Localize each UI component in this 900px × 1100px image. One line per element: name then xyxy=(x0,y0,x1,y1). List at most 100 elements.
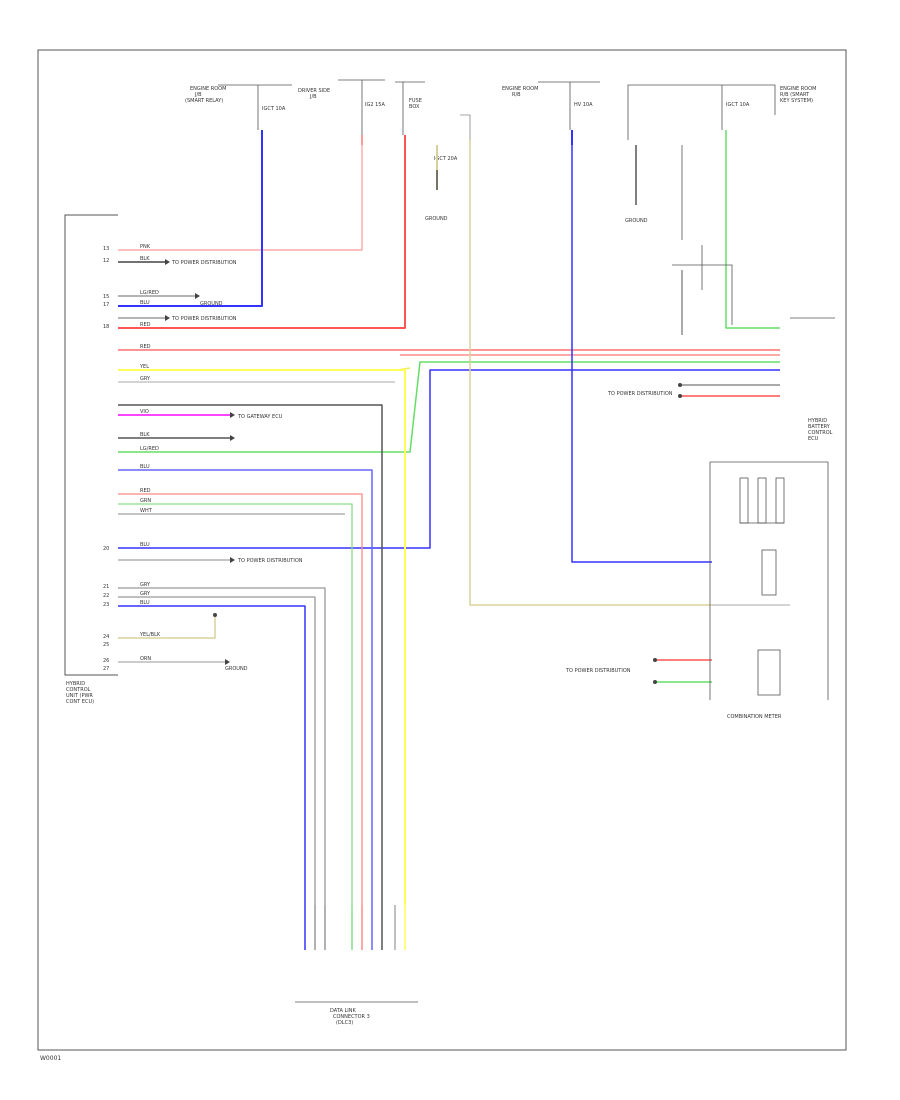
arrow-marker xyxy=(165,315,170,321)
ground-marker xyxy=(678,394,682,398)
relay-box xyxy=(672,245,733,325)
ground-label: GROUND xyxy=(200,301,223,307)
wire-blue-4 xyxy=(118,605,306,905)
wire-blue-3 xyxy=(118,469,373,905)
ground-label: GROUND xyxy=(425,216,448,222)
ground-labels: GROUND GROUND GROUND GROUND xyxy=(200,216,648,672)
component-label: KEY SYSTEM) xyxy=(780,98,813,104)
wire-blue-right xyxy=(571,145,712,563)
component-label: ENGINE ROOM xyxy=(780,86,816,92)
ecu-pin: 26 xyxy=(103,658,109,664)
combination-meter: COMBINATION METER TO POWER DISTRIBUTION xyxy=(565,461,829,720)
meter-element xyxy=(757,649,781,696)
meter-outline xyxy=(709,461,829,700)
left-connector-labels: TO POWER DISTRIBUTION TO POWER DISTRIBUT… xyxy=(171,260,303,564)
arrow-marker xyxy=(230,435,235,441)
connector-label: TO POWER DISTRIBUTION xyxy=(237,558,303,564)
connector-label: TO POWER DISTRIBUTION xyxy=(171,316,237,322)
component-outline xyxy=(627,84,776,140)
ground-label: GROUND xyxy=(225,666,248,672)
wire-label: WHT xyxy=(140,508,153,514)
connector-label: TO GATEWAY ECU xyxy=(237,414,283,420)
wire-label: GRY xyxy=(140,591,151,597)
fuse-label: IGCT 20A xyxy=(434,156,458,162)
ecu-label: CONTROL xyxy=(808,430,833,436)
dlc-label: CONNECTOR 3 xyxy=(333,1014,370,1020)
wire-khaki-right xyxy=(469,140,712,606)
wire-dark xyxy=(118,404,383,905)
ground-marker xyxy=(678,383,682,387)
wire-green xyxy=(118,361,780,453)
data-link-connector: DATA LINK CONNECTOR 3 (DLC3) xyxy=(295,905,418,1026)
wire-blue xyxy=(118,145,263,307)
hybrid-control-ecu-box xyxy=(64,214,118,676)
wire-label: BLU xyxy=(140,464,150,470)
wire-label: BLK xyxy=(140,432,150,438)
wire-blue-2 xyxy=(118,369,780,549)
component-label: (SMART RELAY) xyxy=(185,98,223,104)
wire-yellow-down xyxy=(118,369,406,905)
arrow-marker xyxy=(230,557,235,563)
wire-label: RED xyxy=(140,488,151,494)
ecu-pin: 27 xyxy=(103,666,109,672)
wire-label: RED xyxy=(140,344,151,350)
ecu-name-line-4: CONT ECU) xyxy=(66,699,94,705)
dlc-terminals xyxy=(304,905,406,950)
ecu-pin: 13 xyxy=(103,246,109,252)
wires xyxy=(118,140,780,905)
ecu-pin: 15 xyxy=(103,294,109,300)
component-label: J/B xyxy=(309,94,317,100)
ecu-pin: 23 xyxy=(103,602,109,608)
wire-label: RED xyxy=(140,322,151,328)
arrow-marker xyxy=(225,659,230,665)
connector-arrows xyxy=(165,259,682,684)
ecu-pin: 25 xyxy=(103,642,109,648)
ecu-pin: 20 xyxy=(103,546,109,552)
wire-gray-5 xyxy=(118,587,326,905)
wire-label: BLU xyxy=(140,542,150,548)
ground-label: GROUND xyxy=(625,218,648,224)
meter-element xyxy=(739,477,749,524)
diagram-frame xyxy=(37,49,847,1051)
dlc-label: DATA LINK xyxy=(330,1008,356,1014)
arrow-marker xyxy=(165,259,170,265)
wire-label: YEL/BLK xyxy=(139,632,161,638)
ecu-name-line-2: CONTROL xyxy=(66,687,91,693)
wire-label: GRY xyxy=(140,376,151,382)
hybrid-battery-ecu: HYBRID BATTERY CONTROL ECU TO POWER DIST… xyxy=(607,317,835,442)
connector-label: TO POWER DISTRIBUTION xyxy=(171,260,237,266)
wire-red xyxy=(118,145,406,329)
wire-green-right xyxy=(725,145,780,329)
relay-outline xyxy=(672,264,733,325)
footer-code: W0001 xyxy=(40,1055,61,1062)
ecu-name-line-1: HYBRID xyxy=(66,681,85,687)
component-label: R/B (SMART xyxy=(780,92,810,98)
ecu-label: ECU xyxy=(808,436,819,442)
meter-element xyxy=(757,477,767,524)
component-label: ENGINE ROOM xyxy=(502,86,538,92)
component-label: J/B xyxy=(194,92,202,98)
wire-labels: PNK BLK LG/RED BLU RED RED YEL GRY VIO B… xyxy=(139,244,161,662)
fuse-label: HV 10A xyxy=(574,102,593,108)
fuse-label: IG2 15A xyxy=(365,102,385,108)
wire-stub xyxy=(460,114,471,140)
arrow-marker xyxy=(195,293,200,299)
wire-label: YEL xyxy=(139,364,149,370)
wire-label: BLU xyxy=(140,300,150,306)
top-stubs xyxy=(261,114,727,240)
ground-marker xyxy=(213,613,217,617)
wire-label: BLK xyxy=(140,256,150,262)
wire-pink xyxy=(118,145,363,251)
wire-pink-2 xyxy=(118,493,363,905)
top-components: ENGINE ROOM J/B (SMART RELAY) IGCT 10A D… xyxy=(185,79,816,162)
component-label: R/B xyxy=(512,92,521,98)
arrow-marker xyxy=(230,412,235,418)
ecu-name-line-3: UNIT (PWR xyxy=(66,693,93,699)
ecu-label: HYBRID xyxy=(808,418,827,424)
ecu-pin: 17 xyxy=(103,302,109,308)
wire-khaki xyxy=(118,615,216,639)
ecu-label: BATTERY xyxy=(808,424,831,430)
component-label: FUSE xyxy=(409,98,422,104)
ecu-pin-labels: 13 12 15 17 18 20 21 22 23 24 25 26 27 xyxy=(103,246,109,672)
connector-label: TO POWER DISTRIBUTION xyxy=(607,391,673,397)
